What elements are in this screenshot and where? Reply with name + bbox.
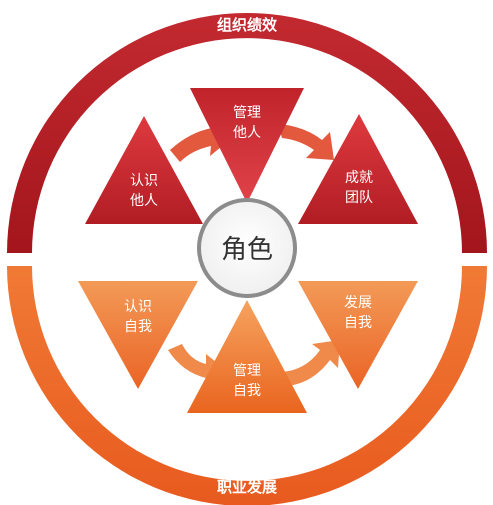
develop-self-line-1: 发展 [344,295,372,311]
top-ring [7,13,487,253]
know-self-line-2: 自我 [124,319,152,335]
center-circle [197,198,297,298]
know-self-line-1: 认识 [124,299,152,315]
know-others-line-1: 认识 [130,173,158,189]
develop-self-line-2: 自我 [344,315,372,331]
triangle-manage-others: 管理 他人 [190,88,304,203]
top-ring-label: 组织绩效 [217,16,278,34]
center-label: 角色 [221,235,273,265]
manage-others-line-1: 管理 [233,105,261,121]
manage-self-line-1: 管理 [233,363,261,379]
achieve-team-line-2: 团队 [345,190,373,206]
manage-others-line-2: 他人 [233,125,261,141]
arrow-manage-others-to-achieve-team [278,124,334,160]
manage-self-line-2: 自我 [233,383,261,399]
know-others-line-2: 他人 [130,193,158,209]
achieve-team-line-1: 成就 [345,170,373,186]
bottom-ring-label: 职业发展 [217,478,277,496]
triangle-know-others: 认识 他人 [85,116,203,224]
arrow-manage-self-to-develop-self [282,340,340,386]
triangle-manage-self: 管理 自我 [187,300,307,413]
triangle-develop-self: 发展 自我 [298,281,418,389]
triangle-know-self: 认识 自我 [78,281,198,389]
triangle-achieve-team: 成就 团队 [298,114,418,224]
bottom-ring [7,266,487,505]
